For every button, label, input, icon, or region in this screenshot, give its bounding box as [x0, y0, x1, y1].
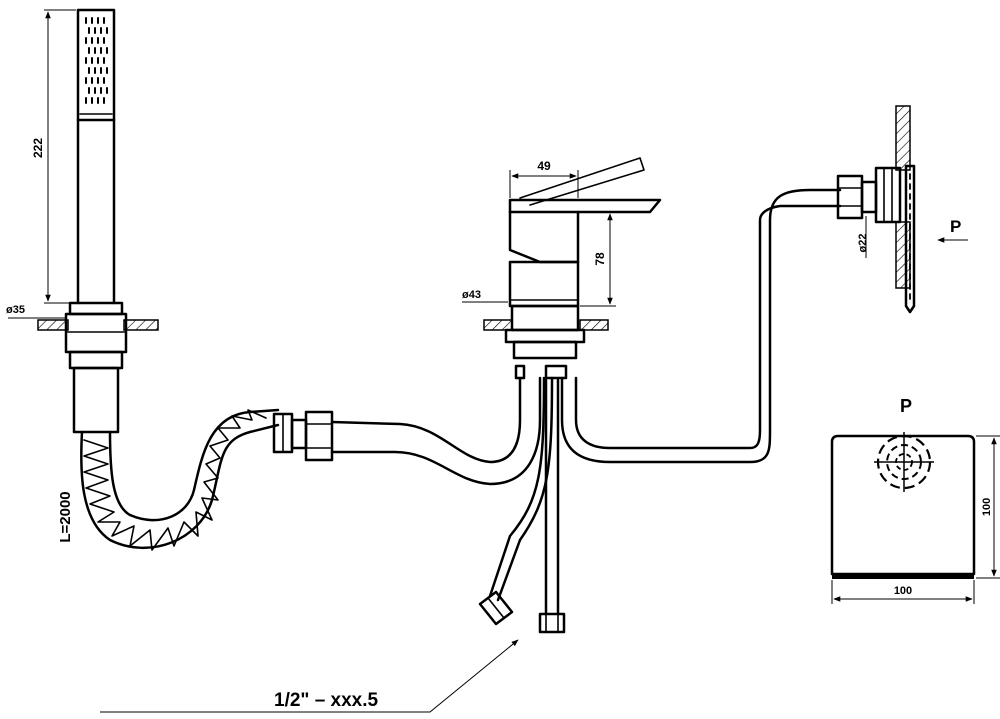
dimension-dia35: ø35 — [6, 304, 25, 316]
detail-title: P — [900, 396, 912, 416]
hand-shower: 222 ø35 — [6, 8, 159, 434]
plate-height-label: 100 — [981, 498, 993, 516]
dimension-dia22: ø22 — [857, 234, 869, 253]
dimension-222: 222 — [31, 138, 45, 158]
spray-nozzles — [85, 17, 108, 104]
dimension-78: 78 — [593, 252, 607, 266]
mixer-body: 49 78 ø43 — [462, 157, 662, 360]
dimension-49: 49 — [537, 159, 551, 173]
hose-length-label: L=2000 — [57, 491, 74, 542]
wall-outlet: ø22 P — [560, 105, 968, 464]
outlet-circle — [874, 432, 934, 492]
detail-view-p: P 100 100 — [830, 396, 1000, 604]
connection-spec-label: 1/2" – xxx.5 — [274, 690, 379, 711]
shower-hose: L=2000 — [57, 376, 542, 551]
supply-hoses: 1/2" – xxx.5 — [100, 364, 568, 713]
view-arrow-label: P — [950, 217, 961, 236]
plate-width-label: 100 — [894, 585, 912, 597]
dimension-dia43: ø43 — [462, 289, 481, 301]
